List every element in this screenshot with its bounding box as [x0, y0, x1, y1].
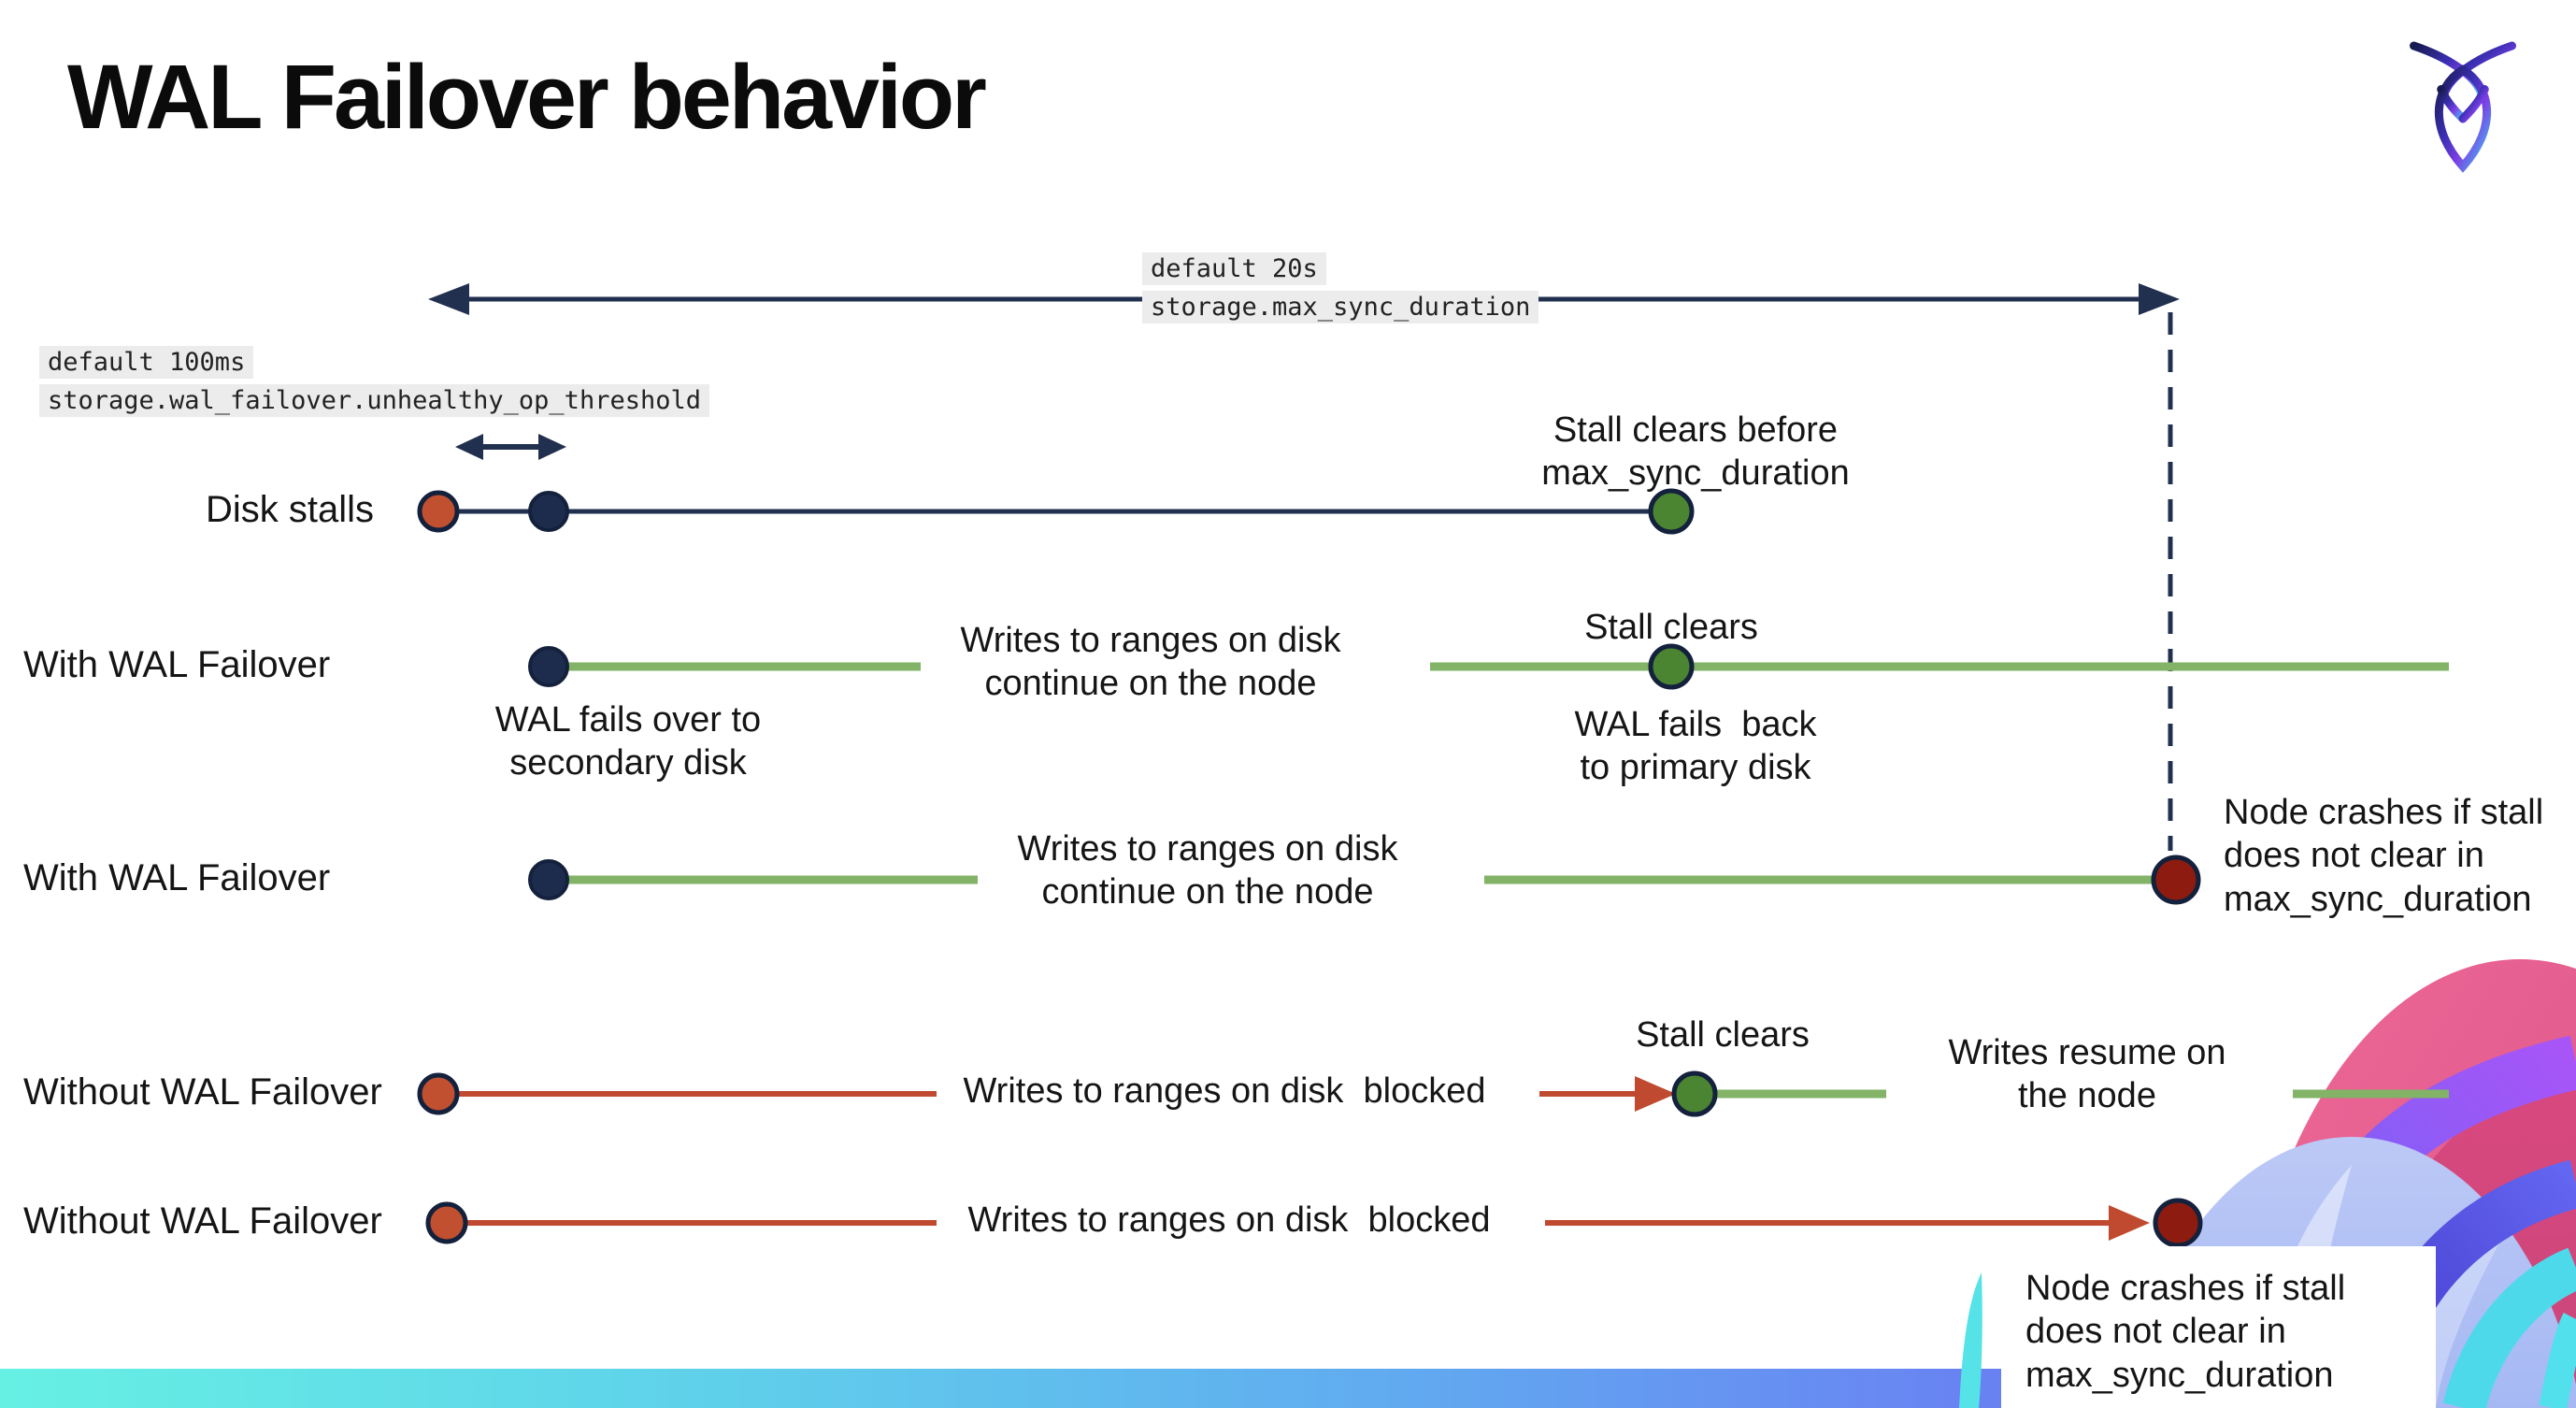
max-sync-duration-arrow: [428, 283, 2180, 315]
node-crashes-callout-box: Node crashes if stall does not clear in …: [2001, 1246, 2436, 1408]
failover-dot: [528, 859, 569, 900]
annotation-node-crashes-bottom: Node crashes if stall does not clear in …: [2025, 1269, 2346, 1395]
failover-dot: [528, 646, 569, 687]
stall-clears-dot: [1671, 1070, 1718, 1117]
stall-start-dot: [425, 1201, 468, 1244]
blocked-arrowhead: [2109, 1205, 2150, 1241]
node-crash-dot: [2151, 855, 2201, 905]
stall-clears-dot: [1648, 488, 1695, 535]
row-with-wal-failover-2: [528, 855, 2201, 905]
threshold-arrow: [455, 434, 566, 460]
stall-start-dot: [417, 490, 460, 533]
row-with-wal-failover-1: [528, 643, 2449, 690]
stall-start-dot: [417, 1072, 460, 1115]
row-without-wal-failover-1: [417, 1070, 2449, 1117]
row-without-wal-failover-2: [425, 1198, 2203, 1248]
blocked-arrowhead: [1635, 1076, 1676, 1112]
failback-dot: [1648, 643, 1695, 690]
node-crash-dot: [2153, 1198, 2203, 1248]
threshold-dot: [528, 491, 569, 532]
row-disk-stalls: [417, 488, 1695, 535]
